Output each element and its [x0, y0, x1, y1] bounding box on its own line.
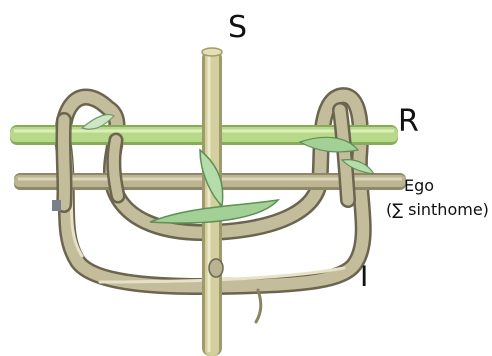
ego-label: Ego [404, 176, 434, 195]
sinthome-label: (∑ sinthome) [386, 200, 489, 219]
real-label: R [398, 104, 419, 139]
symbolic-label: S [228, 10, 247, 45]
imaginary-label: I [360, 260, 368, 294]
